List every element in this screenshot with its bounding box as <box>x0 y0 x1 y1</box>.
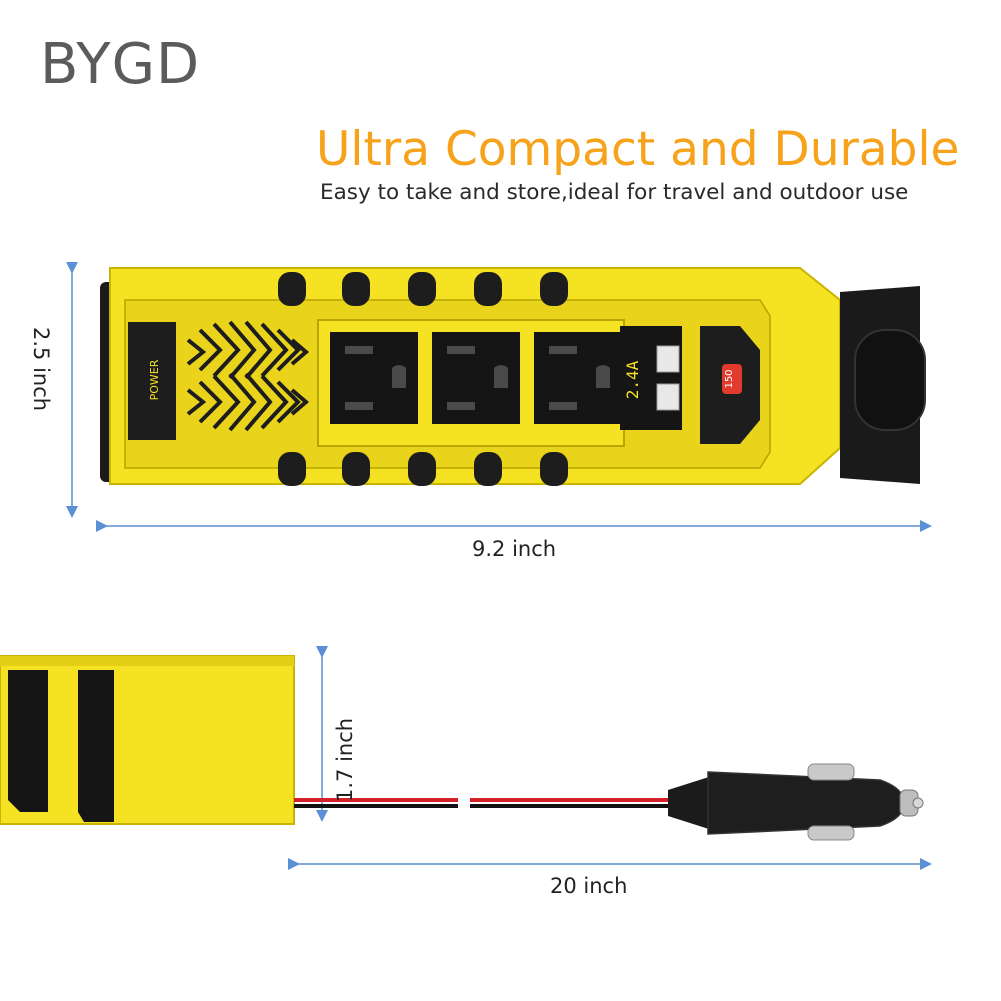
power-cable <box>294 798 670 808</box>
power-label: POWER <box>148 359 161 400</box>
inverter-side-view <box>0 655 295 825</box>
vent-grille <box>186 320 310 432</box>
dimension-cable-length-label: 20 inch <box>550 874 628 898</box>
inverter-top-view <box>100 267 926 486</box>
dimension-height-label: 2.5 inch <box>29 327 53 412</box>
ac-outlets <box>330 332 622 424</box>
cigarette-lighter-plug <box>668 763 924 841</box>
wattage-badge: 150 <box>724 369 735 388</box>
usb-current-label: 2.4A <box>623 360 642 399</box>
dimension-width-label: 9.2 inch <box>472 537 557 561</box>
dimension-lines <box>66 262 932 870</box>
dimension-thickness-label: 1.7 inch <box>333 717 357 802</box>
headline: Ultra Compact and Durable <box>316 122 960 177</box>
subheadline: Easy to take and store,ideal for travel … <box>320 180 909 205</box>
brand-logo: BYGD <box>40 32 201 97</box>
